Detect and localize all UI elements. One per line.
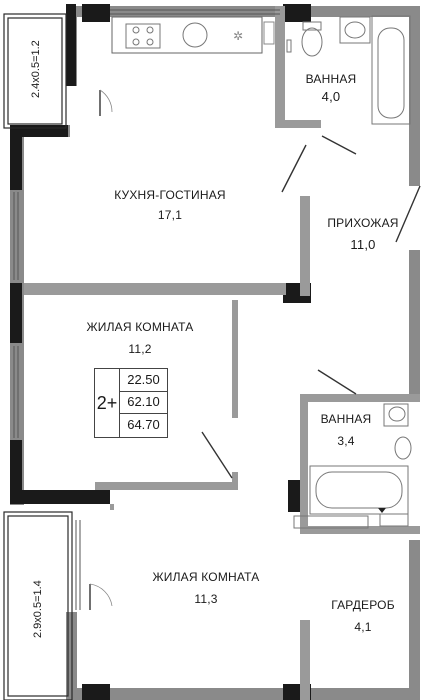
svg-text:✲: ✲ [233, 29, 243, 43]
kitchen-counter: ✲ [111, 16, 275, 54]
room-kitchen-name: КУХНЯ-ГОСТИНАЯ [114, 188, 226, 202]
room-bath2-name: ВАННАЯ [320, 412, 372, 426]
room-living2-name: ЖИЛАЯ КОМНАТА [152, 570, 260, 584]
room-living1: ЖИЛАЯ КОМНАТА 11,2 [80, 320, 200, 356]
room-wardrobe: ГАРДЕРОБ 4,1 [320, 598, 406, 634]
balcony-outlines [3, 13, 73, 700]
room-bath1-area: 4,0 [321, 89, 341, 104]
balcony-bottom-label: 2.9x0.5=1.4 [32, 580, 44, 638]
room-kitchen: КУХНЯ-ГОСТИНАЯ 17,1 [100, 188, 240, 222]
room-bath2-area: 3,4 [337, 434, 355, 448]
entrance-marker [378, 508, 386, 513]
room-bath1-name: ВАННАЯ [305, 72, 357, 86]
room-hall: ПРИХОЖАЯ 11,0 [318, 216, 408, 252]
room-wardrobe-name: ГАРДЕРОБ [331, 598, 395, 612]
room-living1-name: ЖИЛАЯ КОМНАТА [86, 320, 194, 334]
bath2-fixtures [293, 403, 412, 529]
room-bath2: ВАННАЯ 3,4 [308, 412, 384, 448]
room-living2: ЖИЛАЯ КОМНАТА 11,3 [146, 570, 266, 606]
area-summary: 2+ 22.50 62.10 64.70 [94, 368, 168, 438]
room-kitchen-area: 17,1 [157, 208, 183, 222]
total-area-with-balcony: 64.70 [127, 417, 160, 432]
windows [13, 9, 280, 610]
bath1-fixtures [286, 15, 411, 125]
total-area: 62.10 [120, 391, 167, 414]
interior-walls [24, 6, 420, 700]
room-hall-area: 11,0 [350, 237, 376, 252]
room-hall-name: ПРИХОЖАЯ [327, 216, 399, 230]
living-area: 22.50 [120, 369, 167, 392]
room-living1-area: 11,2 [128, 342, 152, 356]
apartment-type: 2+ [95, 369, 120, 437]
balcony-top-label: 2.4x0.5=1.2 [30, 40, 42, 98]
room-living2-area: 11,3 [194, 592, 218, 606]
room-wardrobe-area: 4,1 [354, 620, 372, 634]
room-bath1: ВАННАЯ 4,0 [290, 72, 372, 104]
structural-columns [10, 4, 311, 700]
door-swings [89, 89, 421, 610]
